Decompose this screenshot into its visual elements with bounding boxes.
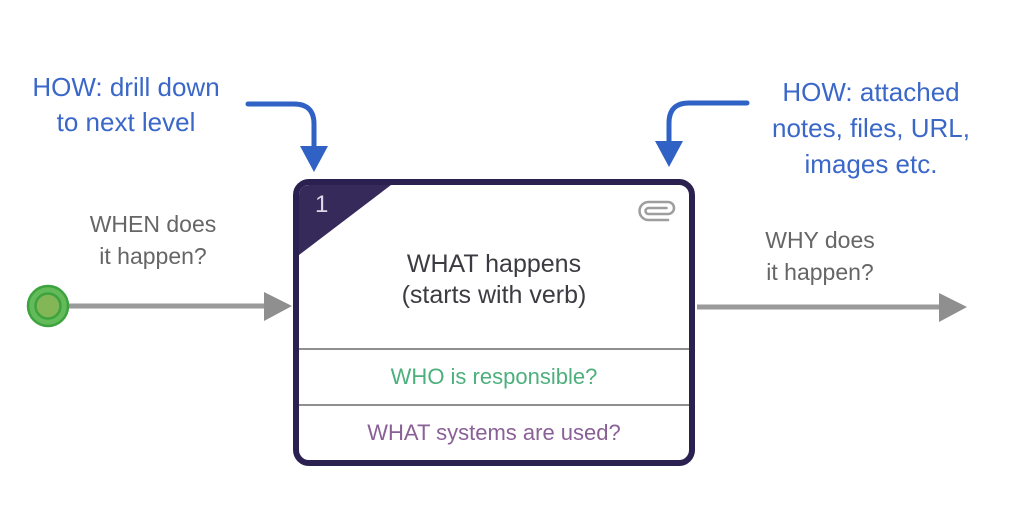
attachments-annotation: HOW: attached notes, files, URL, images … [772,77,970,179]
when-label: WHEN does it happen? [89,211,217,269]
node-number-badge: 1 [315,191,329,218]
who-label: WHO is responsible? [390,364,598,389]
process-node: 1 WHAT happens (starts with verb) WHO is… [293,179,695,466]
why-label: WHY does it happen? [765,227,875,285]
output-flow-arrow-icon [697,293,967,322]
drill-down-arrow-icon [245,101,328,172]
node-title: WHAT happens (starts with verb) [401,249,587,309]
attachment-arrow-icon [655,100,750,167]
paperclip-icon [638,200,676,222]
node-systems-row: WHAT systems are used? [299,404,689,460]
start-node-icon [26,284,70,328]
systems-label: WHAT systems are used? [367,420,621,445]
input-flow-arrow-icon [69,292,292,321]
drill-down-annotation: HOW: drill down to next level [32,72,220,137]
node-who-row: WHO is responsible? [299,348,689,404]
